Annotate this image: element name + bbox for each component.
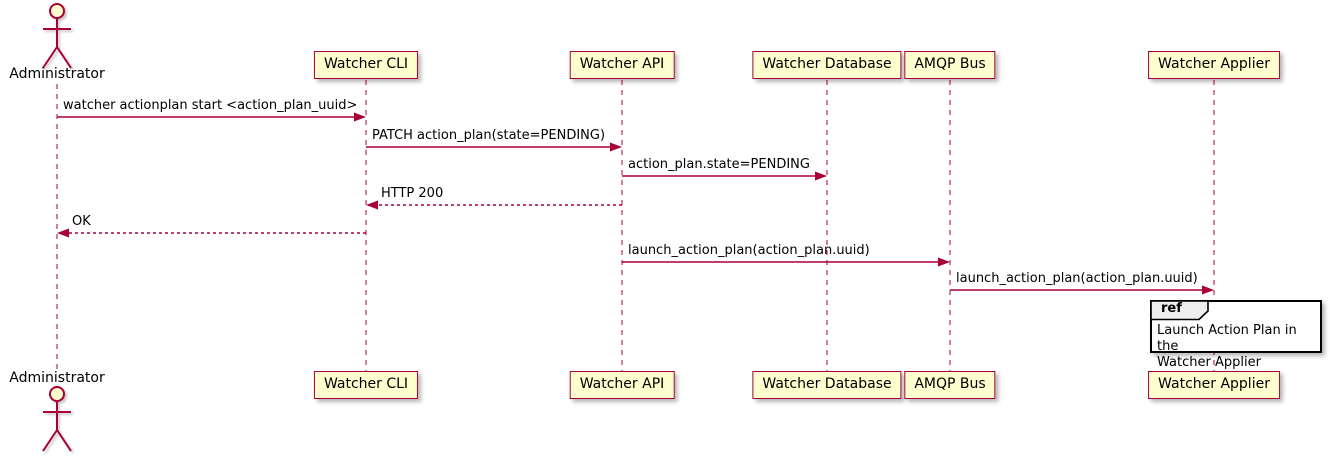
message-label: PATCH action_plan(state=PENDING) — [372, 128, 606, 143]
participant-box-amqp-bus: AMQP Bus — [904, 371, 996, 399]
arrowhead-icon — [366, 200, 378, 210]
arrowhead-icon — [354, 112, 366, 122]
actor-label-administrator: Administrator — [9, 66, 105, 82]
arrowhead-icon — [815, 171, 827, 181]
message-label: watcher actionplan start <action_plan_uu… — [63, 98, 358, 113]
actor-label-administrator: Administrator — [9, 370, 105, 386]
arrowhead-icon — [57, 228, 69, 238]
ref-fragment: ref Launch Action Plan in the Watcher Ap… — [1150, 300, 1322, 370]
arrowhead-icon — [938, 257, 950, 267]
message-label: HTTP 200 — [381, 186, 444, 201]
message-label: OK — [72, 214, 91, 229]
message-label: launch_action_plan(action_plan.uuid) — [956, 271, 1198, 286]
arrowhead-icon — [610, 142, 622, 152]
participant-box-watcher-api: Watcher API — [569, 51, 675, 79]
arrowhead-icon — [1202, 285, 1214, 295]
ref-fragment-header: ref — [1150, 300, 1210, 321]
ref-fragment-body: Launch Action Plan in the Watcher Applie… — [1152, 321, 1320, 373]
actor-figure — [42, 386, 72, 452]
participant-box-watcher-applier: Watcher Applier — [1148, 371, 1280, 399]
actor-figure — [42, 3, 72, 69]
message-label: launch_action_plan(action_plan.uuid) — [628, 243, 870, 258]
participant-box-watcher-cli: Watcher CLI — [313, 51, 419, 79]
ref-body-line: Launch Action Plan in the — [1157, 323, 1297, 354]
participant-box-watcher-database: Watcher Database — [752, 51, 902, 79]
ref-body-line: Watcher Applier — [1157, 355, 1261, 370]
message-label: action_plan.state=PENDING — [628, 157, 810, 172]
ref-pentagon-icon — [1150, 300, 1209, 321]
participant-box-watcher-api: Watcher API — [569, 371, 675, 399]
participant-box-watcher-database: Watcher Database — [752, 371, 902, 399]
ref-keyword: ref — [1161, 301, 1182, 316]
participant-box-amqp-bus: AMQP Bus — [904, 51, 996, 79]
participant-box-watcher-applier: Watcher Applier — [1148, 51, 1280, 79]
participant-box-watcher-cli: Watcher CLI — [313, 371, 419, 399]
